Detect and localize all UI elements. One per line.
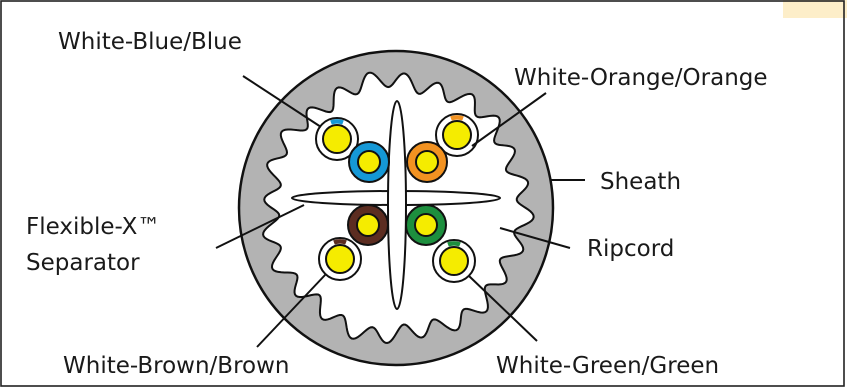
leader-white-orange (471, 92, 547, 147)
label-separator-line1: Flexible-X™ (26, 214, 160, 240)
green-conductor (405, 204, 447, 246)
leader-white-brown (256, 273, 327, 348)
corner-tab (783, 0, 847, 18)
brown-conductor (347, 204, 389, 246)
label-white-green: White-Green/Green (496, 353, 719, 379)
label-separator-line2: Separator (26, 250, 140, 276)
leader-separator (215, 204, 305, 249)
ripcord-dot (485, 217, 491, 223)
separator-vertical-fin (387, 100, 407, 310)
conductor-group (315, 113, 479, 283)
label-white-orange: White-Orange/Orange (514, 65, 768, 91)
label-sheath: Sheath (600, 169, 681, 195)
leader-lines (215, 75, 585, 348)
white-green-conductor (432, 239, 476, 283)
label-ripcord: Ripcord (587, 236, 674, 262)
white-blue-conductor (315, 117, 359, 161)
leader-white-blue (242, 75, 322, 128)
flexible-x-separator (291, 100, 501, 310)
label-white-blue: White-Blue/Blue (58, 29, 242, 55)
white-brown-conductor (318, 237, 362, 281)
orange-conductor (406, 141, 448, 183)
leader-ripcord (499, 227, 571, 249)
leader-white-green (468, 275, 538, 342)
blue-conductor (348, 141, 390, 183)
label-white-brown: White-Brown/Brown (63, 353, 290, 379)
white-orange-conductor (435, 113, 479, 157)
